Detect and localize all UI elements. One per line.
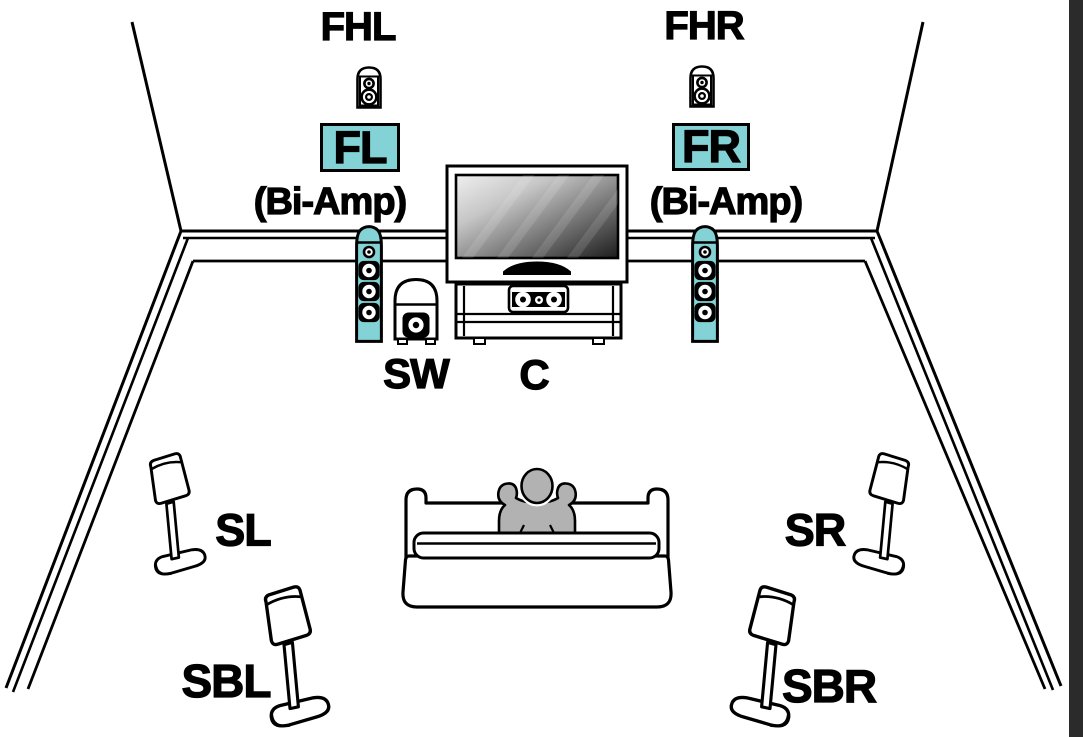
label-surround-left: SL xyxy=(215,504,273,556)
tv xyxy=(445,164,629,284)
label-front-height-left: FHL xyxy=(320,5,397,49)
surround-right-speaker-icon xyxy=(852,452,911,576)
label-surround-back-left: SBL xyxy=(181,655,272,707)
front-left-badge: FL xyxy=(320,121,400,173)
front-height-left-speaker-icon xyxy=(356,66,382,109)
listener-figure xyxy=(496,465,578,536)
front-height-right-speaker-icon xyxy=(689,65,715,108)
label-bi-amp-left: (Bi-Amp) xyxy=(253,181,408,223)
label-surround-right: SR xyxy=(784,504,847,556)
listener-head xyxy=(520,467,554,505)
label-bi-amp-right: (Bi-Amp) xyxy=(649,181,804,223)
surround-left-speaker-icon xyxy=(148,452,207,576)
front-left-badge-label: FL xyxy=(333,121,388,173)
front-right-tower-icon xyxy=(691,225,719,343)
subwoofer-icon xyxy=(393,277,439,345)
front-right-badge-label: FR xyxy=(681,120,741,172)
label-front-height-right: FHR xyxy=(664,4,745,48)
right-edge-strip xyxy=(1069,0,1083,737)
label-surround-back-right: SBR xyxy=(781,660,877,712)
front-right-badge: FR xyxy=(672,120,750,173)
center-speaker-icon xyxy=(507,284,570,314)
surround-back-left-speaker-icon xyxy=(263,585,331,728)
front-left-tower-icon xyxy=(355,225,383,343)
media-rack xyxy=(454,282,623,345)
label-center: C xyxy=(519,351,551,398)
sofa-base xyxy=(401,531,673,609)
tv-screen xyxy=(454,173,620,260)
tv-stand xyxy=(503,261,571,275)
label-subwoofer: SW xyxy=(383,350,451,397)
